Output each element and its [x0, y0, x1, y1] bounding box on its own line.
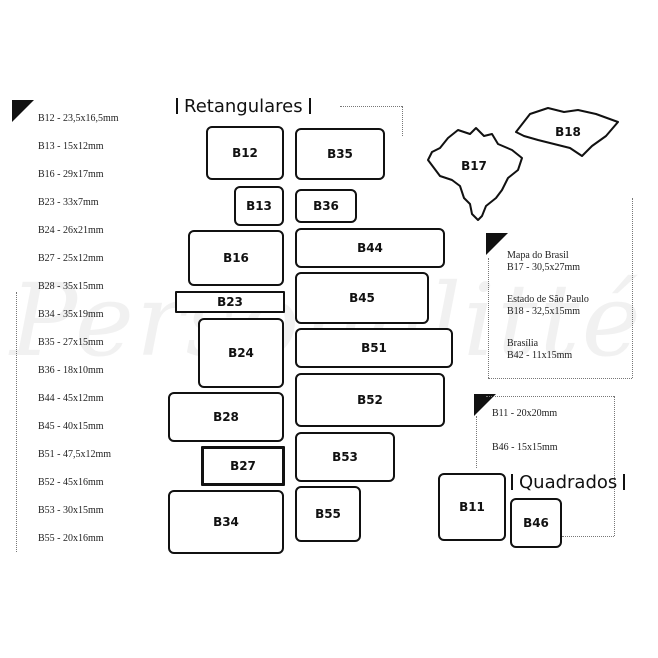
shape-b18: B18 — [555, 125, 581, 139]
list-item: B12 - 23,5x16,5mm — [38, 113, 119, 124]
list-item: B55 - 20x16mm — [38, 533, 104, 544]
squares-divider-top — [486, 396, 614, 397]
shape-b23: B23 — [175, 291, 285, 313]
shape-b46: B46 — [510, 498, 562, 548]
brazil-map-shape: B17 — [427, 127, 523, 221]
sp-info: Estado de São Paulo B18 - 32,5x15mm — [507, 294, 589, 318]
brasil-label: Mapa do Brasil — [507, 250, 569, 261]
list-item: B44 - 45x12mm — [38, 393, 104, 404]
shape-b51: B51 — [295, 328, 453, 368]
specials-divider — [488, 258, 489, 378]
shape-b12: B12 — [206, 126, 284, 180]
list-item: B35 - 27x15mm — [38, 337, 104, 348]
list-item: B27 - 25x12mm — [38, 253, 104, 264]
list-item: B45 - 40x15mm — [38, 421, 104, 432]
retangulares-title: Retangulares — [170, 96, 317, 117]
shape-b17: B17 — [461, 159, 487, 173]
shape-b13: B13 — [234, 186, 284, 226]
quadrados-title: Quadrados — [505, 472, 631, 493]
brasil-size: B17 - 30,5x27mm — [507, 262, 581, 273]
list-item: B13 - 15x12mm — [38, 141, 104, 152]
list-item: B36 - 18x10mm — [38, 365, 104, 376]
squares-corner-marker — [474, 394, 496, 416]
shape-b27: B27 — [201, 446, 285, 486]
list-item: B23 - 33x7mm — [38, 197, 99, 208]
list-corner-marker — [12, 100, 34, 122]
list-item: B28 - 35x15mm — [38, 281, 104, 292]
shape-b52: B52 — [295, 373, 445, 427]
b11-size: B11 - 20x20mm — [492, 408, 558, 419]
list-item: B16 - 29x17mm — [38, 169, 104, 180]
squares-divider-bottom — [562, 536, 614, 537]
sao-paulo-state-shape: B18 — [515, 107, 619, 157]
specials-divider-right — [632, 198, 633, 378]
list-item: B51 - 47,5x12mm — [38, 449, 112, 460]
list-item: B53 - 30x15mm — [38, 505, 104, 516]
b46-size: B46 - 15x15mm — [492, 442, 558, 453]
sp-label: Estado de São Paulo — [507, 294, 589, 305]
shape-b34: B34 — [168, 490, 284, 554]
squares-divider — [476, 416, 477, 468]
shape-b36: B36 — [295, 189, 357, 223]
specials-divider-bottom — [488, 378, 632, 379]
squares-divider-right — [614, 396, 615, 536]
shape-b55: B55 — [295, 486, 361, 542]
shape-b11: B11 — [438, 473, 506, 541]
specials-corner-marker — [486, 233, 508, 255]
shape-b24: B24 — [198, 318, 284, 388]
shape-b45: B45 — [295, 272, 429, 324]
shape-b28: B28 — [168, 392, 284, 442]
brasilia-size: B42 - 11x15mm — [507, 350, 573, 361]
list-item: B24 - 26x21mm — [38, 225, 104, 236]
retangulares-divider — [340, 106, 402, 107]
brasilia-label: Brasília — [507, 338, 539, 349]
shape-b35: B35 — [295, 128, 385, 180]
shape-b53: B53 — [295, 432, 395, 482]
list-item: B52 - 45x16mm — [38, 477, 104, 488]
retangulares-divider-vertical — [402, 106, 403, 136]
sp-size: B18 - 32,5x15mm — [507, 306, 581, 317]
shape-b16: B16 — [188, 230, 284, 286]
list-divider — [16, 292, 17, 552]
brasil-info: Mapa do Brasil B17 - 30,5x27mm — [507, 250, 580, 274]
brasilia-info: Brasília B42 - 11x15mm — [507, 338, 572, 362]
shape-b44: B44 — [295, 228, 445, 268]
list-item: B34 - 35x19mm — [38, 309, 104, 320]
